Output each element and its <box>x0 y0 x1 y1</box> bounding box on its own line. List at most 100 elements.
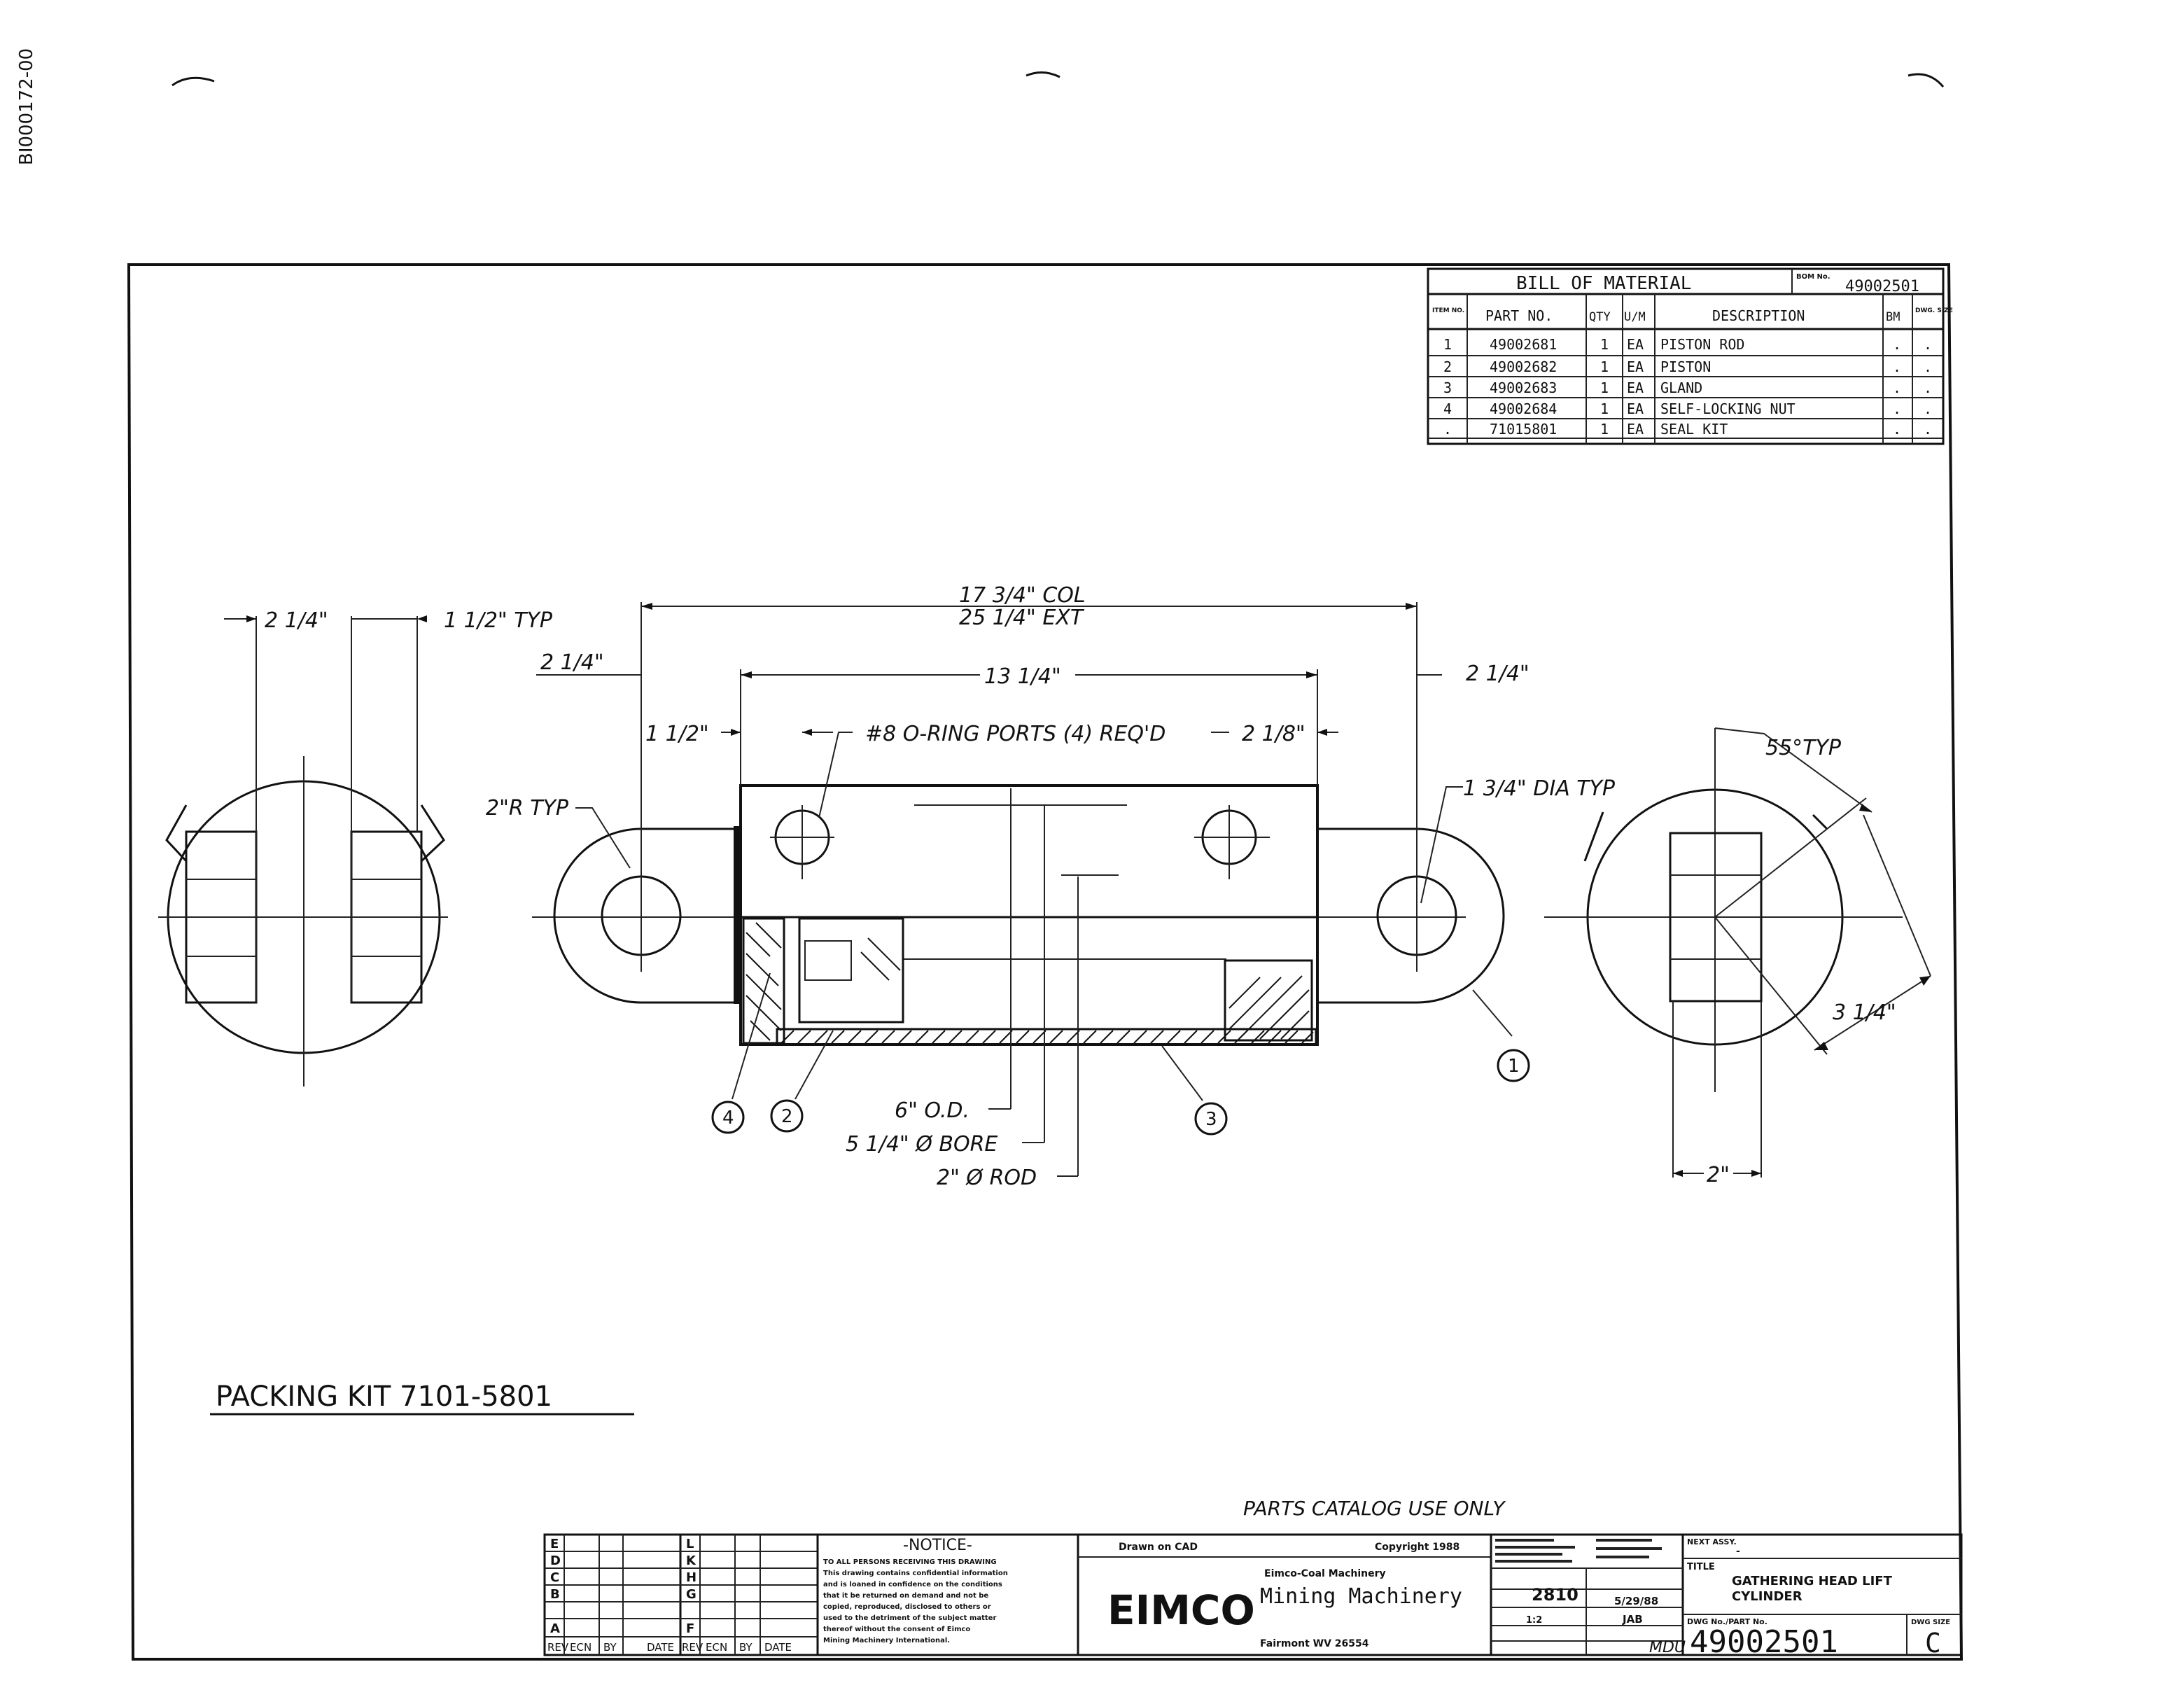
packing-kit-note: PACKING KIT 7101-5801 <box>216 1381 552 1413</box>
cylinder-main-view: 17 3/4" COL 25 1/4" EXT 13 1/4" 2 1/4" 2… <box>486 583 1616 1190</box>
bom-cell: EA <box>1627 400 1644 417</box>
bom-cell: . <box>1924 421 1932 438</box>
rev-footer: DATE <box>764 1641 792 1654</box>
notice-line: thereof without the consent of Eimco <box>823 1626 970 1633</box>
bom-header-desc: DESCRIPTION <box>1712 307 1805 324</box>
rev-footer: REV <box>547 1641 569 1654</box>
dim-rod: 2" Ø ROD <box>937 1166 1037 1190</box>
bill-of-material: BILL OF MATERIAL BOM No. 49002501 ITEM N… <box>1427 267 1953 445</box>
rev-footer: DATE <box>647 1641 674 1654</box>
sheet-border <box>127 263 1963 1661</box>
bom-cell: 3 <box>1443 379 1452 396</box>
notice-title: -NOTICE- <box>903 1537 972 1554</box>
bom-cell: . <box>1893 379 1901 396</box>
balloon-3: 3 <box>1205 1109 1217 1130</box>
dim-outer-dia: 6" O.D. <box>895 1098 969 1123</box>
notice-line: TO ALL PERSONS RECEIVING THIS DRAWING <box>823 1558 997 1566</box>
notice-block: -NOTICE- TO ALL PERSONS RECEIVING THIS D… <box>816 1533 1079 1656</box>
bom-cell: PISTON ROD <box>1660 336 1744 353</box>
bom-number-label: BOM No. <box>1796 273 1830 281</box>
next-assy-value: - <box>1736 1546 1740 1557</box>
dim-right-width: 2" <box>1707 1163 1730 1187</box>
dim-left-typ: 1 1/2" TYP <box>444 608 553 633</box>
bom-cell: PISTON <box>1660 358 1711 375</box>
parts-catalog-note: PARTS CATALOG USE ONLY <box>1243 1497 1506 1520</box>
title-line-1: GATHERING HEAD LIFT <box>1732 1574 1893 1588</box>
rev-letter: K <box>686 1553 696 1568</box>
dim-right-length: 3 1/4" <box>1833 1000 1896 1025</box>
title-block: NEXT ASSY. - TITLE GATHERING HEAD LIFT C… <box>1490 1533 1963 1660</box>
dwg-size-label: DWG SIZE <box>1911 1619 1950 1626</box>
bom-cell: . <box>1893 358 1901 375</box>
next-assy-label: NEXT ASSY. <box>1687 1537 1737 1546</box>
rev-footer: ECN <box>570 1641 592 1654</box>
parent-company: Eimco-Coal Machinery <box>1264 1568 1386 1579</box>
notice-line: copied, reproduced, disclosed to others … <box>823 1603 991 1611</box>
rev-letter: B <box>550 1587 560 1602</box>
rev-letter: E <box>550 1537 559 1551</box>
bom-cell: . <box>1893 421 1901 438</box>
dim-right-offset: 2 1/4" <box>1466 662 1530 686</box>
rev-letter: D <box>550 1553 561 1568</box>
dim-left-width: 2 1/4" <box>265 608 328 633</box>
bom-title: BILL OF MATERIAL <box>1516 273 1691 294</box>
bom-cell: 49002683 <box>1490 379 1557 396</box>
division-name: Mining Machinery <box>1260 1584 1462 1609</box>
bom-cell: 71015801 <box>1490 421 1557 438</box>
drawn-by: JAB <box>1622 1613 1643 1626</box>
notice-line: This drawing contains confidential infor… <box>823 1570 1008 1577</box>
balloons: 1 4 2 3 <box>711 972 1530 1136</box>
title-label: TITLE <box>1687 1562 1715 1572</box>
bom-row-5: . 71015801 1 EA SEAL KIT . . <box>1443 421 1932 438</box>
rev-footer: REV <box>682 1641 704 1654</box>
bom-cell: EA <box>1627 379 1644 396</box>
dim-left-offset: 2 1/4" <box>540 650 604 675</box>
rev-footer: BY <box>739 1641 752 1654</box>
rev-footer: ECN <box>706 1641 727 1654</box>
dwg-number: 49002501 <box>1690 1624 1838 1660</box>
model-number: 2810 <box>1532 1585 1578 1605</box>
dim-radius: 2"R TYP <box>486 796 569 820</box>
bom-cell: . <box>1893 336 1901 353</box>
rev-letter: F <box>686 1621 694 1636</box>
rev-letter: G <box>686 1587 696 1602</box>
bom-cell: 49002684 <box>1490 400 1557 417</box>
bom-cell: 1 <box>1600 400 1609 417</box>
bom-cell: EA <box>1627 358 1644 375</box>
bom-header-part: PART NO. <box>1485 307 1553 324</box>
eimco-logo: EIMCO <box>1107 1586 1255 1634</box>
bom-row-3: 3 49002683 1 EA GLAND . . <box>1443 379 1932 396</box>
scale: 1:2 <box>1526 1615 1542 1626</box>
drawn-on-cad: Drawn on CAD <box>1119 1542 1198 1553</box>
notice-line: that it be returned on demand and not be <box>823 1592 988 1600</box>
rev-letter: L <box>686 1537 694 1551</box>
bom-cell: GLAND <box>1660 379 1702 396</box>
bom-cell: 49002682 <box>1490 358 1557 375</box>
notice-line: used to the detriment of the subject mat… <box>823 1614 996 1622</box>
bom-cell: . <box>1893 400 1901 417</box>
title-line-2: CYLINDER <box>1732 1589 1802 1604</box>
rev-letter: C <box>550 1570 559 1585</box>
bom-number: 49002501 <box>1845 278 1919 295</box>
side-stamp: BI000172-00 <box>16 48 37 165</box>
bom-cell: EA <box>1627 421 1644 438</box>
bom-header-item: ITEM NO. <box>1432 307 1464 314</box>
dim-bore: 5 1/4" Ø BORE <box>846 1132 997 1157</box>
dwg-number-label: DWG No./PART No. <box>1687 1617 1768 1626</box>
bom-header-bm: BM <box>1886 310 1900 324</box>
bom-cell: 1 <box>1443 336 1452 353</box>
right-end-view: 3 1/4" 55°TYP 2" <box>1544 727 1931 1187</box>
bom-cell: . <box>1443 421 1452 438</box>
rev-letter: A <box>550 1621 560 1636</box>
balloon-2: 2 <box>781 1106 793 1127</box>
rev-letter: H <box>686 1570 696 1585</box>
dim-angle: 55°TYP <box>1765 736 1842 760</box>
dim-col-length: 17 3/4" COL <box>959 583 1086 608</box>
bom-cell: SELF-LOCKING NUT <box>1660 400 1795 417</box>
bom-header-um: U/M <box>1624 310 1646 324</box>
bom-cell: SEAL KIT <box>1660 421 1728 438</box>
bom-cell: 4 <box>1443 400 1452 417</box>
drawing-date: 5/29/88 <box>1614 1595 1658 1607</box>
bom-cell: 49002681 <box>1490 336 1557 353</box>
